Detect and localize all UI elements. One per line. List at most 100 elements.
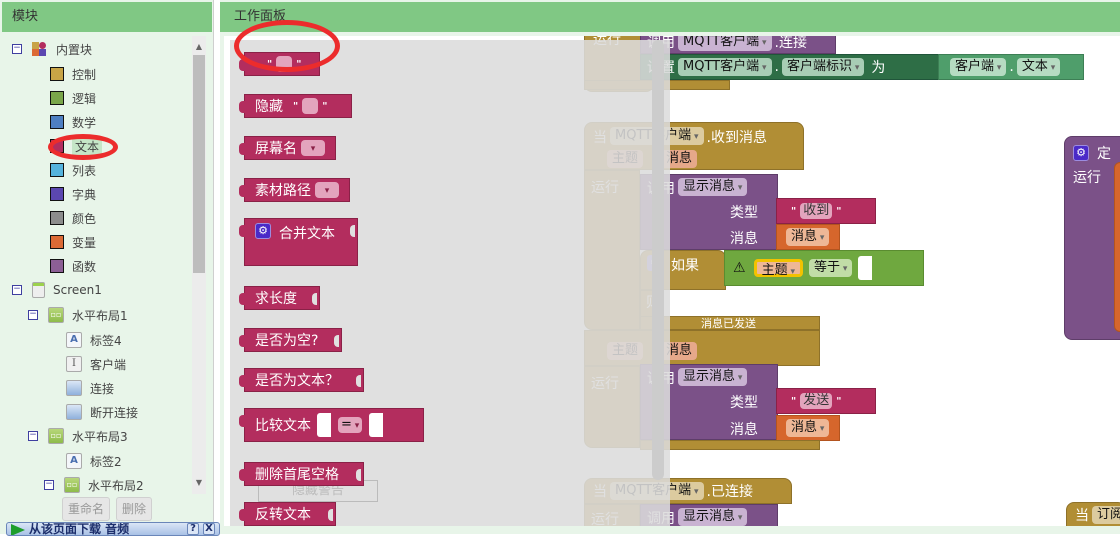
tree-item-label: 断开连接 xyxy=(90,405,139,420)
textbox-icon: I xyxy=(66,356,82,372)
nested-block-partial[interactable] xyxy=(1114,162,1120,332)
block-label: 比较文本 xyxy=(255,418,311,434)
procedure-dropdown[interactable]: 显示消息 xyxy=(678,508,748,526)
component-dropdown[interactable]: 订阅 xyxy=(1092,506,1120,524)
tree-item-label: 标签2 xyxy=(90,454,122,469)
call-show-message-block[interactable]: 调用 显示消息 xyxy=(640,504,778,526)
text-literal-block[interactable]: " 收到 " xyxy=(776,198,876,224)
component-dropdown[interactable]: MQTT客户端 xyxy=(678,58,772,76)
mutator-gear-icon[interactable]: ⚙ xyxy=(1073,145,1089,161)
category-logic[interactable]: 逻辑 xyxy=(50,87,96,109)
dot-label: . xyxy=(774,59,779,75)
text-value[interactable]: 发送 xyxy=(800,393,833,409)
rename-button[interactable]: 重命名 xyxy=(62,497,110,521)
is-empty-block[interactable]: 是否为空? xyxy=(239,328,342,352)
help-icon[interactable]: ? xyxy=(187,523,199,535)
block-label: 反转文本 xyxy=(255,507,311,523)
compare-text-block[interactable]: 比较文本 = xyxy=(239,408,424,442)
dictionaries-color-icon xyxy=(50,187,64,201)
tree-item-connect[interactable]: 连接 xyxy=(66,377,114,399)
empty-input-slot[interactable] xyxy=(317,413,331,437)
text-literal-block[interactable]: " 发送 " xyxy=(776,388,876,414)
collapse-icon[interactable]: − xyxy=(12,284,22,295)
tree-scrollbar-thumb[interactable] xyxy=(193,55,205,273)
variable-dropdown[interactable]: 主题 xyxy=(753,259,803,278)
get-variable-block[interactable]: 消息 xyxy=(776,415,840,441)
category-control[interactable]: 控制 xyxy=(50,63,96,85)
is-text-block[interactable]: 是否为文本？ xyxy=(239,368,364,392)
empty-input-slot[interactable] xyxy=(369,413,384,437)
scroll-down-icon[interactable]: ▼ xyxy=(195,478,203,487)
collapse-icon[interactable]: − xyxy=(28,430,38,441)
join-text-block[interactable]: ⚙ 合并文本 xyxy=(239,218,358,266)
reverse-block[interactable]: 反转文本 xyxy=(239,502,336,526)
tree-item-hlayout1[interactable]: − ▫▫ 水平布局1 xyxy=(28,304,128,326)
category-lists[interactable]: 列表 xyxy=(50,159,96,181)
event-label: .已连接 xyxy=(706,484,753,500)
tree-item-hlayout2[interactable]: − ▫▫ 水平布局2 xyxy=(44,474,144,496)
text-value[interactable]: 收到 xyxy=(800,203,833,219)
get-variable-block[interactable]: 消息 xyxy=(776,224,840,250)
when-label: 当 xyxy=(1075,508,1089,524)
when-subscribed-event-block[interactable]: 当 订阅 xyxy=(1066,502,1120,526)
compare-block[interactable]: ⚠ 主题 等于 xyxy=(724,250,924,286)
collapse-icon[interactable]: − xyxy=(12,43,22,54)
param-message[interactable]: 消息 xyxy=(661,150,698,168)
property-dropdown[interactable]: 文本 xyxy=(1016,58,1061,76)
category-variables[interactable]: 变量 xyxy=(50,231,96,253)
label-icon: A xyxy=(66,453,82,469)
block-label: 是否为空? xyxy=(255,333,319,349)
scroll-up-icon[interactable]: ▲ xyxy=(195,42,203,51)
text-value[interactable] xyxy=(302,98,319,114)
category-math[interactable]: 数学 xyxy=(50,111,96,133)
open-quote-icon: " xyxy=(791,395,797,407)
empty-input-slot[interactable] xyxy=(858,256,873,280)
tree-item-screen1[interactable]: − Screen1 xyxy=(12,279,102,301)
blocks-workspace[interactable]: 运行 调用 MQTT客户端 .连接 设置 MQTT客户端 . 客户端标识 为 客… xyxy=(224,36,1120,526)
trim-block[interactable]: 删除首尾空格 xyxy=(239,462,364,486)
call-connect-block[interactable]: 调用 MQTT客户端 .连接 xyxy=(640,36,836,54)
collapse-icon[interactable]: − xyxy=(28,309,38,320)
tree-item-disconnect[interactable]: 断开连接 xyxy=(66,401,138,423)
category-dictionaries[interactable]: 字典 xyxy=(50,183,96,205)
variable-dropdown[interactable]: 消息 xyxy=(786,228,830,246)
collapse-icon[interactable]: − xyxy=(44,479,54,490)
tree-item-label4[interactable]: A 标签4 xyxy=(66,329,122,351)
warning-icon[interactable]: ⚠ xyxy=(733,260,746,276)
tree-item-client[interactable]: I 客户端 xyxy=(66,353,126,375)
procedure-dropdown[interactable]: 显示消息 xyxy=(678,178,748,196)
asset-path-block[interactable]: 素材路径 xyxy=(239,178,350,202)
obfuscated-text-block[interactable]: 隐藏 " " xyxy=(239,94,352,118)
operator-dropdown[interactable]: 等于 xyxy=(808,259,853,277)
operator-dropdown[interactable]: = xyxy=(338,417,363,433)
flyout-scrollbar[interactable] xyxy=(652,40,664,480)
property-dropdown[interactable]: 客户端标识 xyxy=(781,58,865,76)
variable-dropdown[interactable]: 消息 xyxy=(786,419,830,437)
component-dropdown[interactable]: 客户端 xyxy=(950,58,1007,76)
mutator-gear-icon[interactable]: ⚙ xyxy=(255,223,271,239)
close-icon[interactable]: X xyxy=(203,523,215,535)
close-quote-icon: " xyxy=(322,100,328,112)
component-dropdown[interactable]: MQTT客户端 xyxy=(678,36,772,51)
param-message[interactable]: 消息 xyxy=(661,342,698,360)
tree-item-label2[interactable]: A 标签2 xyxy=(66,450,122,472)
procedure-dropdown[interactable]: 显示消息 xyxy=(678,368,748,386)
define-procedure-block[interactable]: ⚙ 定 运行 xyxy=(1064,136,1120,340)
event-label: 消息已发送 xyxy=(701,317,756,330)
length-block[interactable]: 求长度 xyxy=(239,286,320,310)
category-colors[interactable]: 颜色 xyxy=(50,207,96,229)
component-getter-block[interactable]: 客户端 . 文本 xyxy=(938,54,1084,80)
define-label: 定 xyxy=(1097,146,1111,162)
download-audio-bar[interactable]: 从该页面下载 音频 ? X xyxy=(6,522,220,536)
category-procedures[interactable]: 函数 xyxy=(50,255,96,277)
screen-name-block[interactable]: 屏幕名 xyxy=(239,136,336,160)
category-label: 变量 xyxy=(72,235,97,250)
delete-button[interactable]: 删除 xyxy=(116,497,152,521)
tree-item-hlayout3[interactable]: − ▫▫ 水平布局3 xyxy=(28,425,128,447)
dropdown[interactable] xyxy=(301,140,325,156)
set-property-block[interactable]: 设置 MQTT客户端 . 客户端标识 为 xyxy=(640,54,940,80)
label-icon: A xyxy=(66,332,82,348)
sent-event-block-overlap[interactable]: 消息已发送 xyxy=(640,316,820,330)
tree-item-builtin[interactable]: − 内置块 xyxy=(12,38,92,60)
dropdown[interactable] xyxy=(315,182,339,198)
